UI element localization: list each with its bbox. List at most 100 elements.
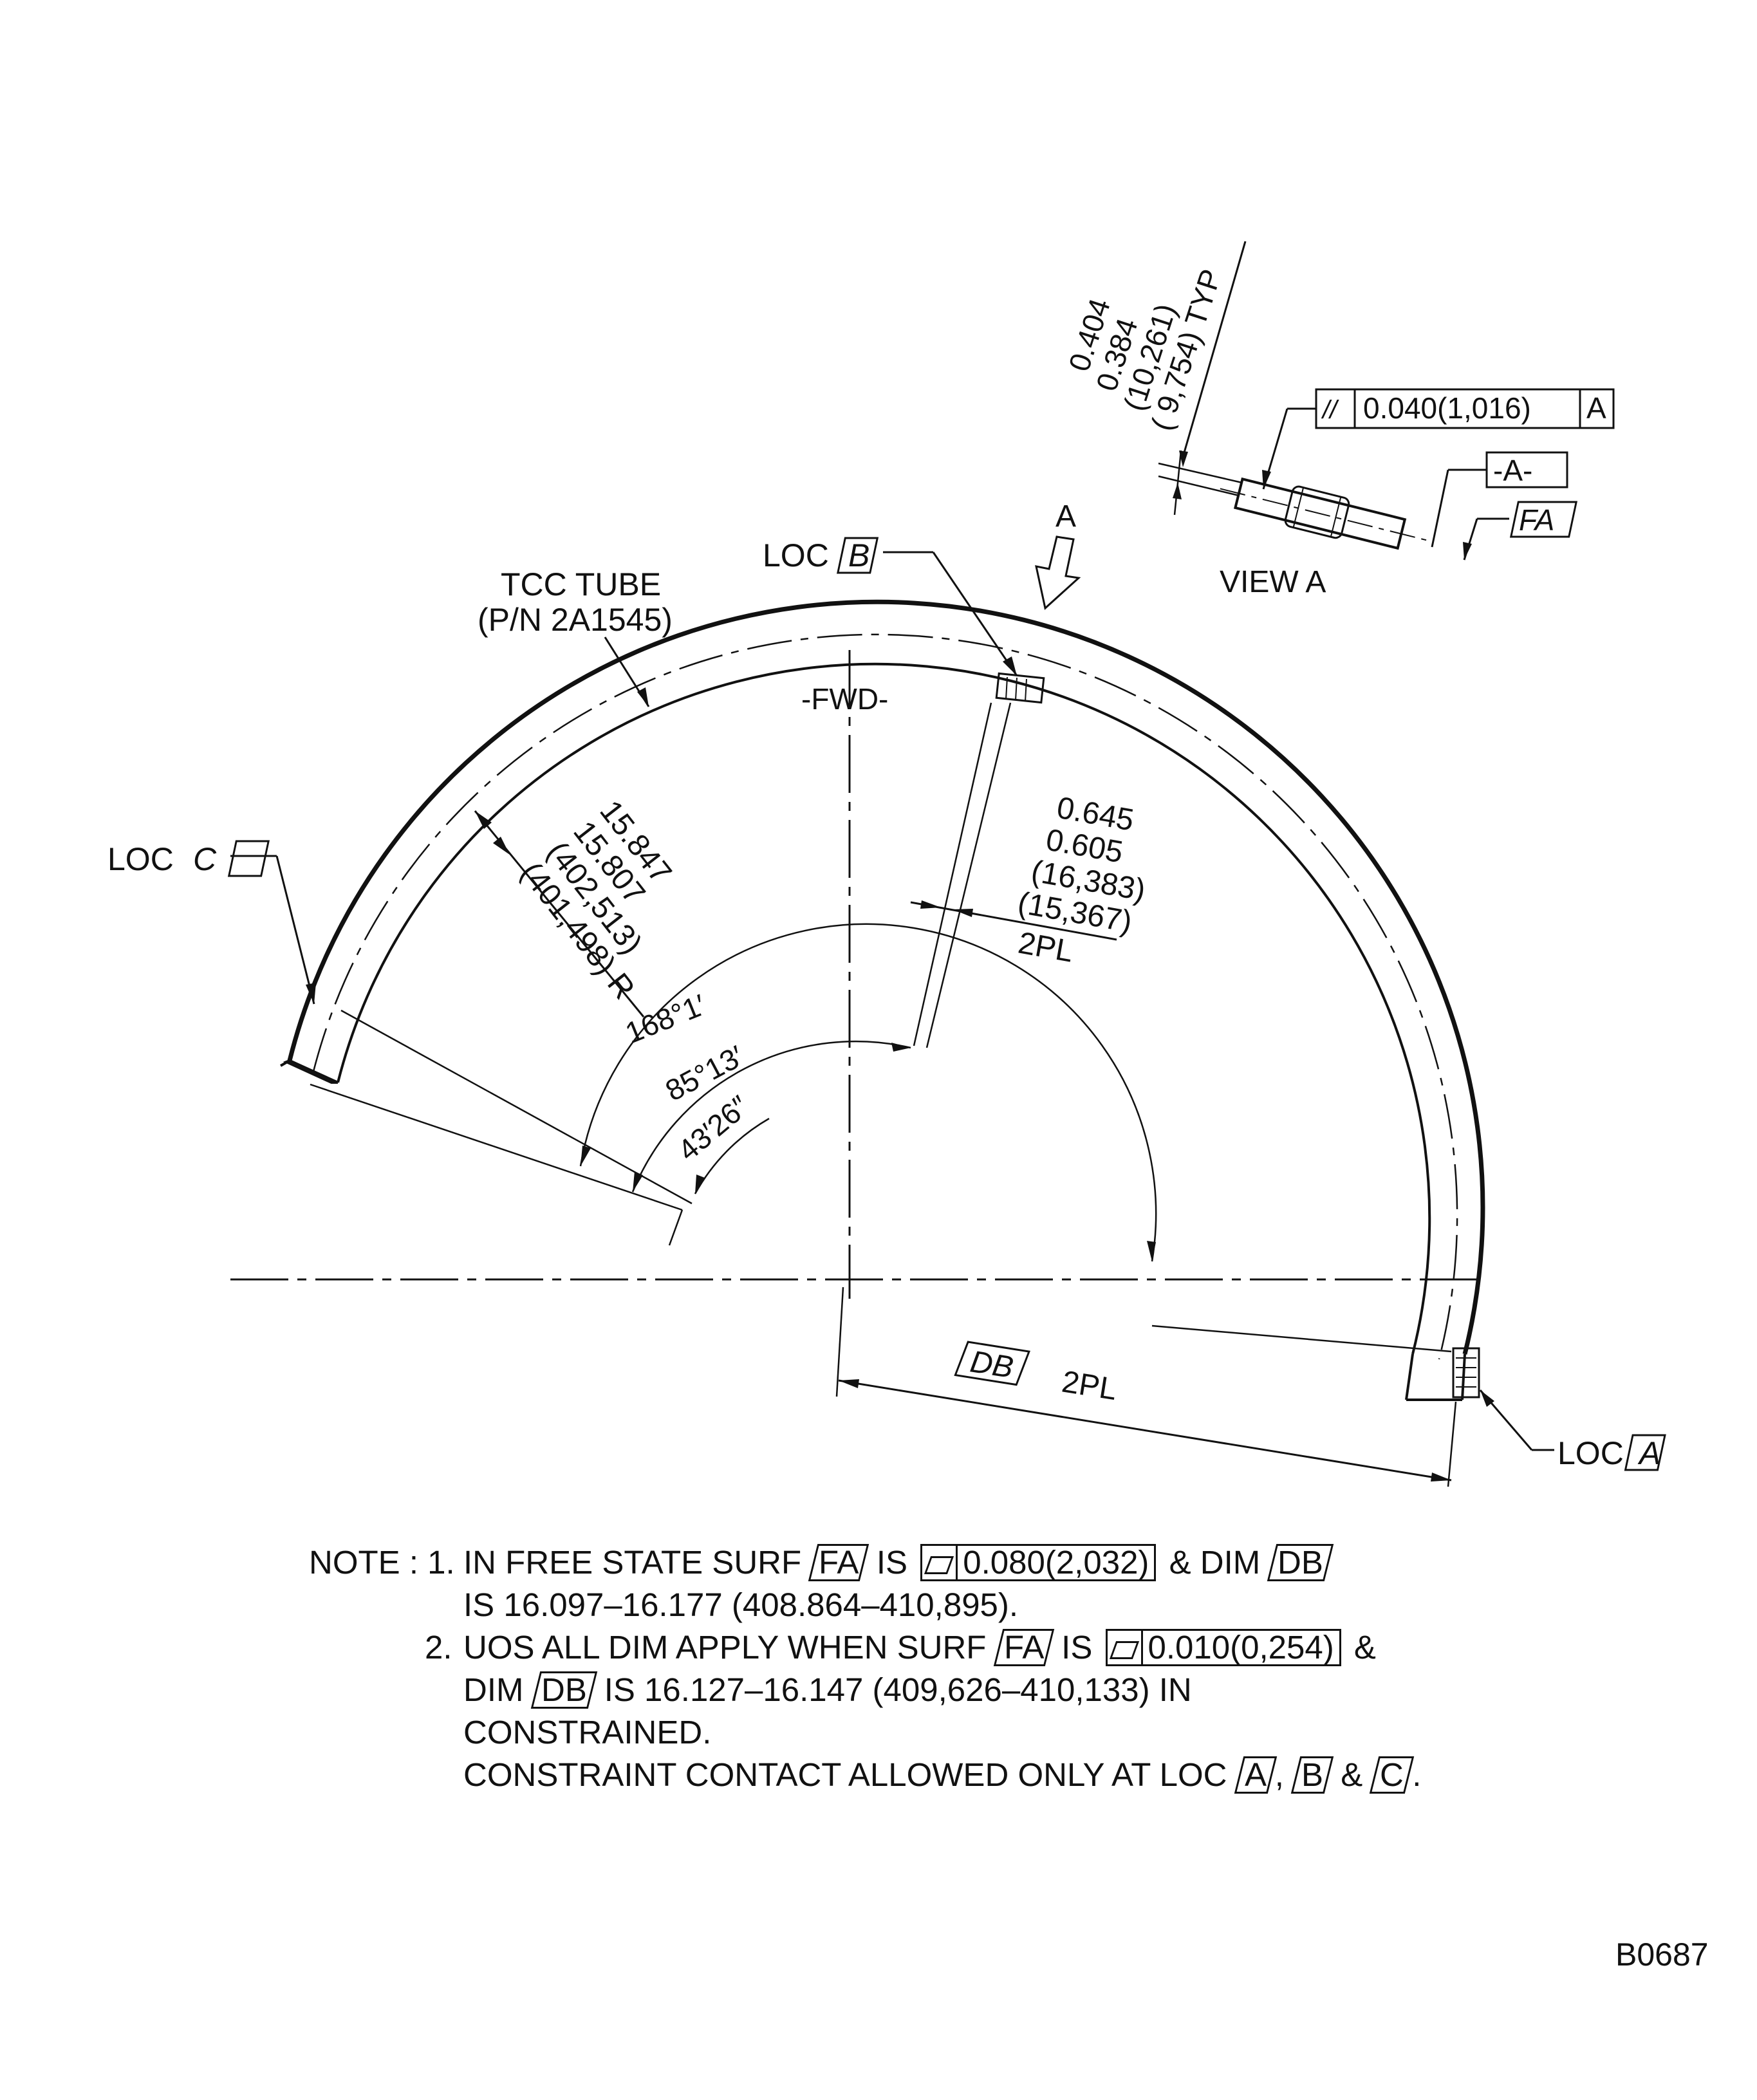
note-2-line-3-text: CONSTRAINED. [463, 1714, 712, 1751]
note-1-text-a: IN FREE STATE SURF [463, 1544, 802, 1581]
note-2-line-3: CONSTRAINED. [309, 1711, 1596, 1754]
radial-ext-right [1151, 1324, 1452, 1353]
fitting-loc-b-hatch-1 [1005, 676, 1008, 700]
tube-outer-edge [287, 599, 1485, 1355]
typ-values: 0.404 0.384 (10,261) ( 9,754) TYP [1062, 265, 1228, 434]
tcc-tube-label: TCC TUBE [501, 566, 661, 602]
angle-168-arc [579, 923, 1157, 1262]
fa-label: FA [1519, 503, 1554, 537]
angle-43-arrow [695, 1175, 705, 1194]
view-a-label: VIEW A [1220, 565, 1326, 599]
note-2-fa: FA [1003, 1629, 1044, 1666]
note-2-loc-b: B [1301, 1756, 1324, 1793]
loc-b-leader [932, 552, 1018, 676]
tube-inner-edge [337, 662, 1431, 1355]
note-2-and: & [1341, 1756, 1363, 1793]
loc-c-arrow [306, 983, 316, 1004]
note-2-num: 2. [425, 1629, 452, 1666]
typ-ext-bottom [1158, 475, 1240, 497]
notes-block: NOTE : 1. IN FREE STATE SURF FA IS 0.080… [309, 1541, 1596, 1796]
view-a-fitting-line-1 [1292, 487, 1305, 528]
note-2-fcf: 0.010(0,254) [1105, 1629, 1341, 1666]
typ-ext-top [1158, 462, 1243, 484]
tube-centerline-arc [312, 633, 1458, 1360]
tube-end-left-face [289, 1059, 335, 1083]
datum-a-leader [1431, 469, 1449, 548]
loc-a-text: LOC [1557, 1435, 1624, 1471]
radius-dim-arrow-outer [475, 811, 492, 829]
part-number-label: (P/N 2A1545) [478, 602, 673, 638]
note-2-line-4-body: CONSTRAINT CONTACT ALLOWED ONLY AT LOC A… [463, 1754, 1421, 1796]
loc-b-arrow [1003, 656, 1017, 676]
note-1-db-box: DB [1267, 1544, 1334, 1581]
view-a-direction-arrow [1035, 535, 1081, 610]
figure-id: B0687 [1615, 1937, 1709, 1973]
db-2pl-label: 2PL [1059, 1365, 1119, 1408]
loc-a-letter: A [1637, 1435, 1660, 1471]
note-2-dim: DIM [463, 1671, 524, 1708]
radial-ext-left-mid [668, 1209, 683, 1246]
angle-85-arrow-top [891, 1043, 911, 1052]
note-2-line-2: DIM DB IS 16.127–16.147 (409,626–410,133… [309, 1669, 1596, 1711]
note-1-line-1: NOTE : 1. IN FREE STATE SURF FA IS 0.080… [309, 1541, 1596, 1584]
loc-b-box [837, 537, 879, 574]
note-1-fa-box: FA [808, 1544, 869, 1581]
note-1-is: IS [876, 1544, 908, 1581]
note-2-db: DB [541, 1671, 587, 1708]
note-2-line-1: 2. UOS ALL DIM APPLY WHEN SURF FA IS 0.0… [309, 1626, 1596, 1669]
loc-c-leader [275, 855, 315, 1005]
fa-arrow [1463, 542, 1472, 560]
note-2-period: . [1412, 1756, 1422, 1793]
note-2-rest: IS 16.127–16.147 (409,626–410,133) IN [604, 1671, 1192, 1708]
fitting-loc-b-hatch-2 [1015, 677, 1018, 701]
fwd-label: -FWD- [801, 682, 888, 716]
tube-end-left-box [283, 1059, 338, 1084]
db-ext-left [835, 1287, 844, 1397]
angle-168-arrow-left [581, 1146, 591, 1166]
note-2-db-box: DB [530, 1671, 597, 1709]
fcf-top-datum: A [1586, 391, 1606, 425]
note-1-db: DB [1278, 1544, 1324, 1581]
note-1-line-2-text: IS 16.097–16.177 (408.864–410,895). [463, 1586, 1019, 1623]
view-a-fitting-line-2 [1330, 496, 1342, 537]
fitting-loc-a [1452, 1347, 1480, 1398]
note-2-loc-b-box: B [1290, 1756, 1334, 1794]
loc-c-text: LOC [107, 841, 174, 877]
db-label: DB [968, 1344, 1016, 1385]
tube-end-right-inner [1405, 1353, 1414, 1400]
loc-a-box [1624, 1434, 1666, 1471]
width-values: 0.645 0.605 (16,383) (15,367) [1016, 791, 1148, 940]
fa-frame [1509, 501, 1578, 538]
typ-arrow-bottom [1173, 483, 1182, 499]
typ-leader [1182, 241, 1247, 458]
note-2-body: UOS ALL DIM APPLY WHEN SURF FA IS 0.010(… [463, 1626, 1376, 1669]
loc-c-box [227, 840, 270, 877]
angle-85-arrow-bottom [633, 1171, 643, 1192]
angle-85-arc [631, 1040, 911, 1193]
db-arrow-right [1431, 1473, 1451, 1482]
width-dim-arrow-left [920, 900, 941, 909]
fitting-loc-b-hatch-3 [1025, 678, 1027, 702]
note-2-line-4: CONSTRAINT CONTACT ALLOWED ONLY AT LOC A… [309, 1754, 1596, 1796]
loc-b-letter: B [848, 537, 869, 573]
note-2-line-4-text: CONSTRAINT CONTACT ALLOWED ONLY AT LOC [463, 1756, 1227, 1793]
width-2pl: 2PL [1016, 926, 1075, 969]
note-2-loc-a-box: A [1234, 1756, 1277, 1794]
note-1-body: IN FREE STATE SURF FA IS 0.080(2,032) & … [463, 1541, 1334, 1584]
note-1-fcf: 0.080(2,032) [920, 1544, 1157, 1581]
view-a-inset: VIEW A 0.404 0.384 (10,261) ( 9,754) TYP… [1062, 241, 1615, 599]
note-2-fa-box: FA [993, 1629, 1055, 1666]
radius-values: 15.847 15.807 (402,513) (401,498) R [514, 794, 678, 1005]
width-dim-arrow-right [953, 909, 973, 917]
radial-ext-left-outer [310, 1083, 683, 1211]
note-lead: NOTE : 1. [309, 1544, 455, 1581]
note-1-line-2: IS 16.097–16.177 (408.864–410,895). [309, 1584, 1596, 1626]
width-ext-line-inner [913, 702, 992, 1046]
loc-a-arrow [1480, 1390, 1494, 1407]
flatness-icon [1108, 1631, 1143, 1664]
view-a-fitting [1284, 485, 1350, 539]
note-1-fcf-value: 0.080(2,032) [963, 1544, 1149, 1581]
angle-168-arrow-right [1147, 1241, 1156, 1261]
radius-dim-arrow-inner [493, 837, 510, 855]
